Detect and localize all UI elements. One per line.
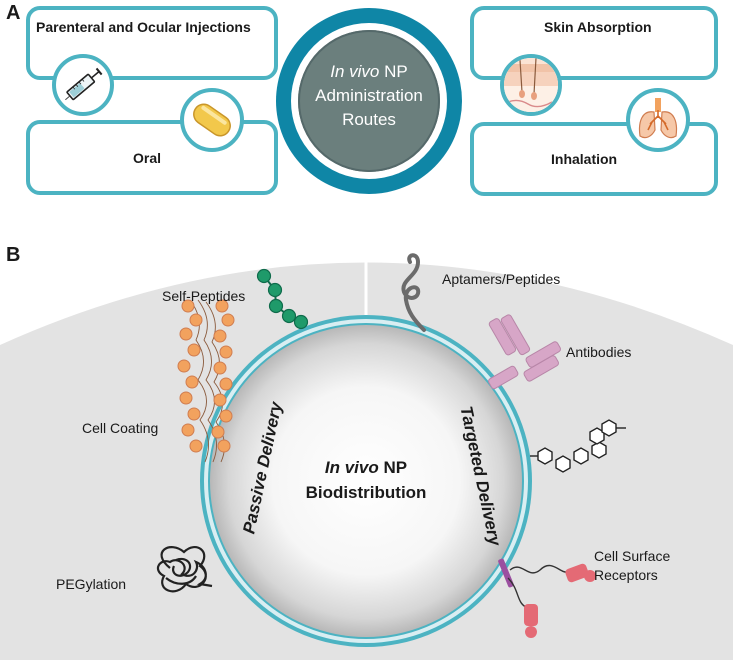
capsule-icon [180,88,244,152]
peptide-chain-icon [256,268,309,330]
bio-title-np: NP [378,458,408,477]
lungs-icon [626,88,690,152]
center-title-line3: Routes [342,110,396,129]
cell-membrane-icon [177,299,235,463]
peg-polymer-icon [156,546,213,593]
label-cell-coating: Cell Coating [82,420,159,436]
label-pegylation: PEGylation [56,576,127,592]
aptamer-icon [401,253,426,332]
center-title-italic: In vivo [330,62,380,81]
panel-a-letter: A [6,2,21,24]
route-label-skin: Skin Absorption [544,19,652,35]
skin-icon [500,54,562,116]
center-title-line2: Administration [315,86,423,105]
label-antibodies: Antibodies [566,344,632,360]
small-molecule-icon [530,419,626,473]
label-self-peptides: Self-Peptides [162,288,246,304]
route-label-inhalation: Inhalation [551,151,618,167]
np-core [210,325,522,637]
antibody-icon [488,314,561,390]
route-label-oral: Oral [133,150,162,166]
label-cell-surface: Cell Surface [594,548,671,564]
center-title-np: NP [379,62,408,81]
panel-b-letter: B [6,244,21,266]
biodistribution-title: In vivo NP Biodistribution [278,455,454,505]
bio-title-italic: In vivo [324,458,379,477]
label-receptors: Receptors [594,567,658,583]
bio-title-line2: Biodistribution [305,483,427,502]
syringe-icon [52,54,114,116]
receptor-icon [498,558,596,638]
administration-routes-title: In vivo NP Administration Routes [298,60,440,132]
route-label-parenteral: Parenteral and Ocular Injections [36,19,251,35]
administration-routes-circle [298,30,440,172]
label-aptamers-peptides: Aptamers/Peptides [442,271,561,287]
